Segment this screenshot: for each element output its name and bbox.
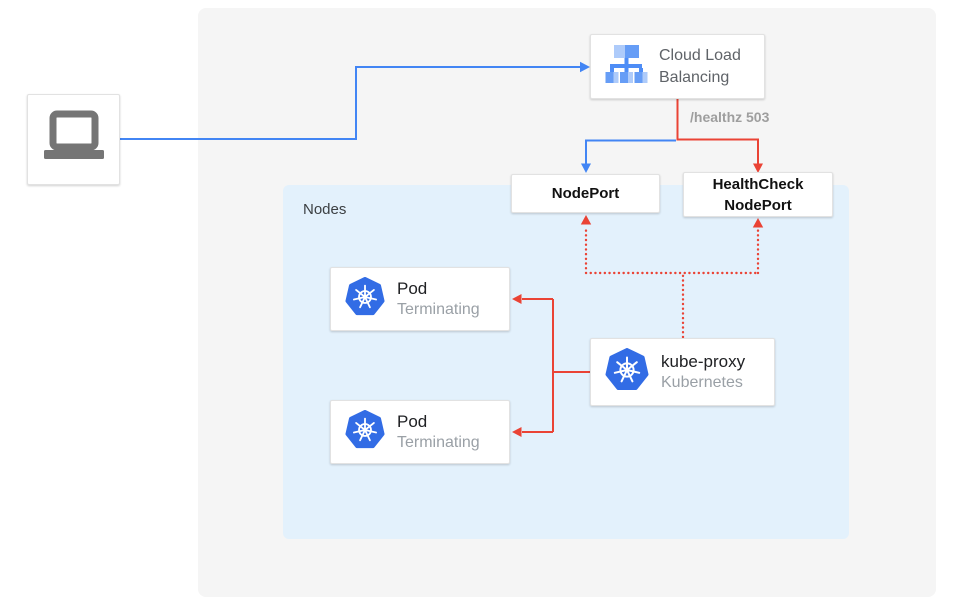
client-node [27, 94, 120, 185]
kube-proxy-node: kube-proxy Kubernetes [590, 338, 775, 406]
pod-status: Terminating [397, 300, 480, 318]
pod-status: Terminating [397, 433, 480, 451]
nodeport-node: NodePort [511, 174, 660, 213]
laptop-icon [42, 110, 106, 169]
pod-node-2: Pod Terminating [330, 400, 510, 464]
pod-title: Pod [397, 278, 428, 298]
nodeport-label: NodePort [551, 185, 620, 202]
nodes-group-label: Nodes [303, 201, 347, 218]
kubernetes-icon [345, 276, 385, 322]
healthcheck-nodeport-label: HealthCheck NodePort [712, 175, 804, 214]
cloud-load-balancing-node: Cloud Load Balancing [590, 34, 765, 99]
pod-title: Pod [397, 411, 428, 431]
kube-proxy-subtitle: Kubernetes [661, 373, 743, 391]
kube-proxy-title: kube-proxy [661, 351, 746, 371]
healthz-edge-label: /healthz 503 [690, 109, 770, 125]
cloud-load-balancing-icon [603, 43, 649, 90]
kubernetes-icon [345, 409, 385, 455]
healthcheck-nodeport-node: HealthCheck NodePort [683, 172, 833, 217]
pod-node-1: Pod Terminating [330, 267, 510, 331]
kubernetes-icon [605, 347, 649, 397]
cloud-load-balancing-label: Cloud Load Balancing [659, 46, 741, 86]
